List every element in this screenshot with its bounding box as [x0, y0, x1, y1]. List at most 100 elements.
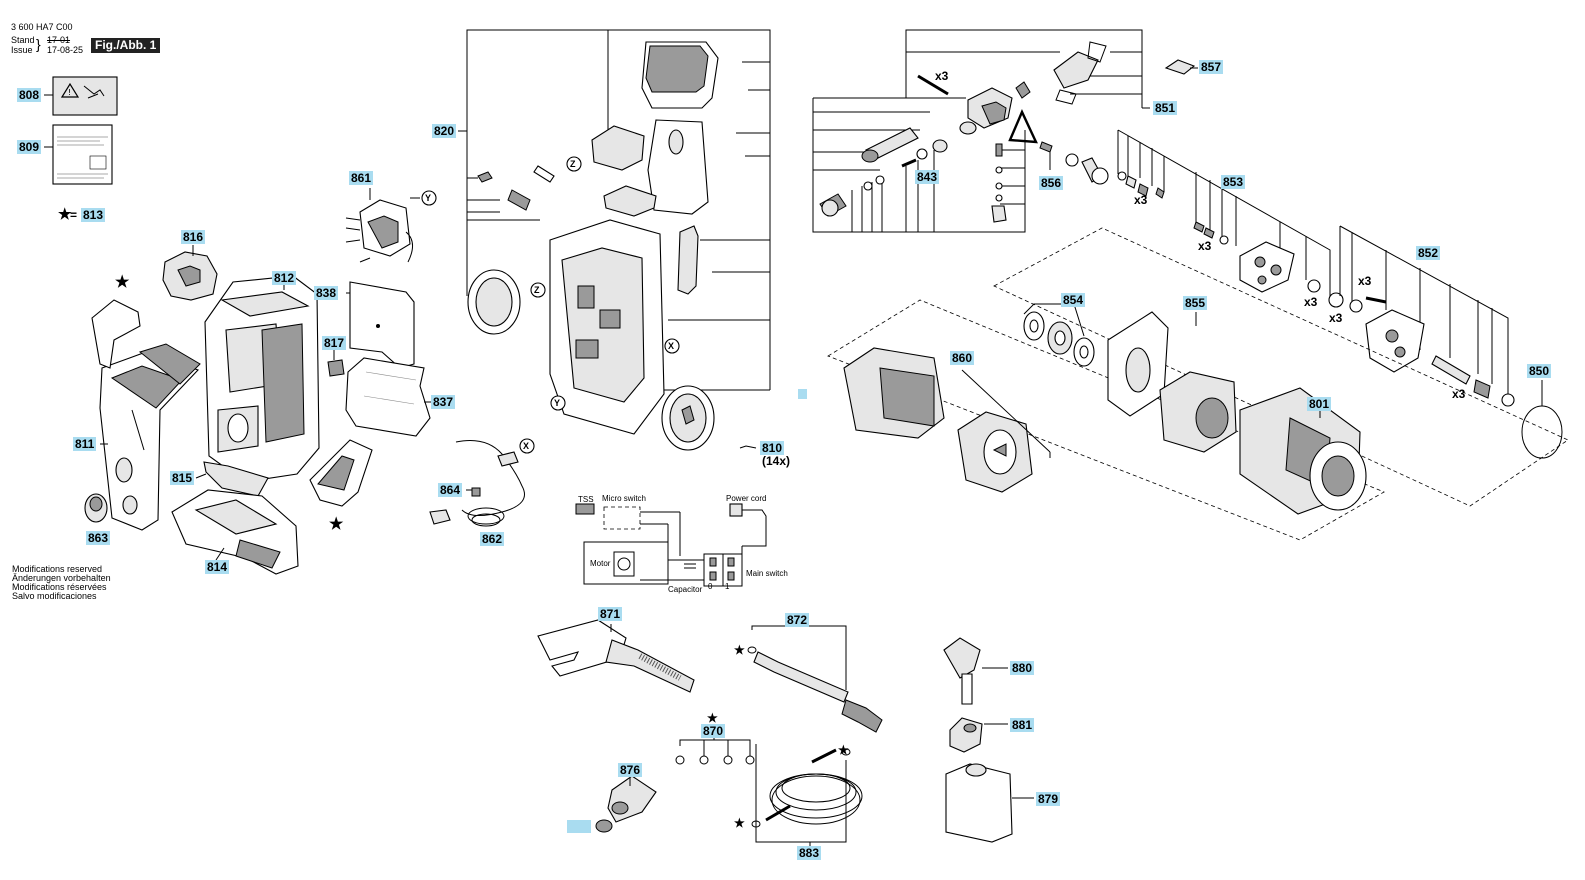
qty-x3: x3 — [1304, 295, 1318, 309]
qty-x3: x3 — [1198, 239, 1212, 253]
qty-x3: x3 — [1452, 387, 1466, 401]
highlight-marker — [567, 820, 591, 833]
qty-x3: x3 — [1329, 311, 1343, 325]
qty-x3: x3 — [1358, 274, 1372, 288]
nozzle-876 — [595, 775, 657, 833]
label-856[interactable]: 856 — [1039, 176, 1064, 190]
modifications-es: Salvo modificaciones — [12, 591, 97, 601]
label-857[interactable]: 857 — [1199, 60, 1224, 74]
side-cover — [309, 439, 373, 507]
modifications-de: Änderungen vorbehalten — [12, 573, 111, 583]
label-812[interactable]: 812 — [272, 271, 297, 285]
label-801[interactable]: 801 — [1307, 397, 1332, 411]
star-icon: ★ — [329, 516, 344, 533]
part-856 — [1039, 141, 1109, 185]
nozzle-880 — [943, 637, 1008, 705]
label-811[interactable]: 811 — [73, 437, 97, 451]
label-881[interactable]: 881 — [1010, 718, 1035, 732]
label-860[interactable]: 860 — [950, 351, 975, 365]
hose-883 — [751, 744, 863, 848]
star-icon: ★ — [838, 743, 849, 757]
label-814[interactable]: 814 — [205, 560, 230, 574]
modifications-fr: Modifications réservées — [12, 582, 107, 592]
switch-pos-0: 0 — [708, 582, 713, 591]
callout-z: Z — [570, 159, 576, 169]
label-880[interactable]: 880 — [1010, 661, 1035, 675]
label-854[interactable]: 854 — [1061, 293, 1086, 307]
piston-group-852 — [1339, 225, 1563, 459]
panel-838 — [346, 281, 415, 369]
label-872[interactable]: 872 — [785, 613, 810, 627]
brace: } — [36, 36, 41, 52]
switch-861 — [345, 188, 420, 263]
knob-863 — [84, 493, 108, 523]
callout-y: Y — [554, 398, 561, 408]
figure-tag: Fig./Abb. 1 — [91, 38, 161, 53]
rating-plate-809 — [44, 124, 113, 185]
label-861[interactable]: 861 — [349, 171, 374, 185]
label-870[interactable]: 870 — [701, 724, 726, 738]
star-icon: ★ — [734, 643, 745, 657]
micro-switch-label: Micro switch — [602, 494, 647, 503]
label-851[interactable]: 851 — [1153, 101, 1178, 115]
qty-x3: x3 — [935, 69, 949, 83]
motor-label: Motor — [590, 559, 611, 568]
motor-801 — [1239, 387, 1367, 515]
part-code: 3 600 HA7 C00 — [11, 22, 73, 32]
label-837[interactable]: 837 — [431, 395, 456, 409]
front-cover-811 — [99, 351, 199, 531]
callout-x: X — [668, 341, 675, 351]
o-rings-870 — [675, 734, 755, 765]
warning-label-808: ! — [44, 76, 118, 116]
label-820[interactable]: 820 — [432, 124, 457, 138]
qty-x3: x3 — [1134, 193, 1148, 207]
modifications-en: Modifications reserved — [12, 564, 103, 574]
label-808[interactable]: 808 — [17, 88, 42, 102]
stand-old-date: 17-01 — [47, 35, 71, 45]
label-855[interactable]: 855 — [1183, 296, 1208, 310]
label-843[interactable]: 843 — [915, 170, 940, 184]
tss-label: TSS — [578, 495, 594, 504]
highlight-marker — [798, 389, 807, 399]
screw-810 — [739, 445, 757, 449]
capacitor-label: Capacitor — [668, 585, 703, 594]
gasket-854 — [1023, 303, 1095, 367]
star-icon: ★ — [115, 274, 130, 291]
label-871[interactable]: 871 — [598, 607, 623, 621]
label-864[interactable]: 864 — [438, 483, 463, 497]
label-813[interactable]: 813 — [81, 208, 106, 222]
main-switch-label: Main switch — [746, 569, 788, 578]
label-876[interactable]: 876 — [618, 763, 643, 777]
label-850[interactable]: 850 — [1527, 364, 1552, 378]
label-853[interactable]: 853 — [1221, 175, 1246, 189]
callout-x: X — [523, 441, 530, 451]
label-809[interactable]: 809 — [17, 140, 42, 154]
note-equals: = — [70, 208, 78, 222]
wiring-schematic — [575, 503, 767, 587]
label-817[interactable]: 817 — [322, 336, 347, 350]
stand-label: Stand — [11, 35, 35, 45]
label-815[interactable]: 815 — [170, 471, 195, 485]
spray-gun-871 — [537, 619, 695, 693]
label-862[interactable]: 862 — [480, 532, 505, 546]
issue-date: 17-08-25 — [47, 45, 84, 55]
label-883[interactable]: 883 — [797, 846, 822, 860]
label-838[interactable]: 838 — [314, 286, 339, 300]
frame-group-820 — [458, 29, 771, 451]
svg-text:!: ! — [68, 88, 71, 97]
label-863[interactable]: 863 — [86, 531, 111, 545]
star-icon: ★ — [734, 816, 745, 830]
pump-head-group — [812, 29, 1150, 233]
label-810[interactable]: 810 — [760, 441, 785, 455]
switch-pos-1: 1 — [725, 582, 730, 591]
part-857 — [1164, 59, 1198, 75]
label-879[interactable]: 879 — [1036, 792, 1061, 806]
star-icon: ★ — [707, 711, 718, 725]
star-icon: ★ — [58, 206, 72, 223]
lance-872 — [747, 620, 883, 733]
base-814 — [171, 489, 299, 575]
label-852[interactable]: 852 — [1416, 246, 1441, 260]
label-816[interactable]: 816 — [181, 230, 206, 244]
